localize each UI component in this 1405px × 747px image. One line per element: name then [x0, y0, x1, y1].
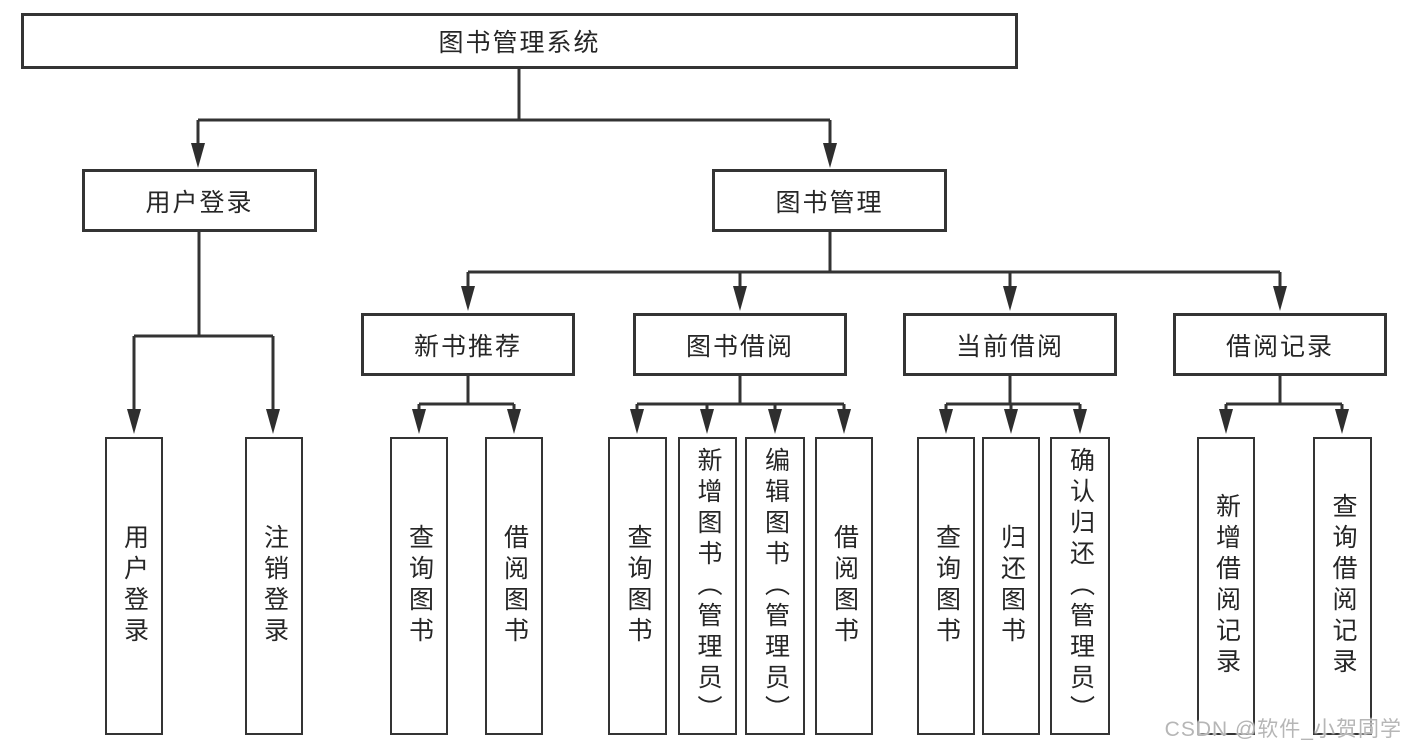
- arrow-down-icon: [1219, 409, 1233, 434]
- node-label: 借阅记录: [1225, 332, 1334, 361]
- arrow-down-icon: [700, 409, 714, 434]
- node-label: 查询图书: [932, 524, 961, 648]
- arrow-down-icon: [1004, 409, 1018, 434]
- leaf-query-books-1: 查询图书: [390, 437, 448, 735]
- leaf-query-books-3: 查询图书: [917, 437, 975, 735]
- node-label: 用户登录: [145, 188, 254, 217]
- node-label: 查询借阅记录: [1329, 493, 1357, 679]
- arrow-down-icon: [461, 286, 475, 311]
- connector-root-to-level2: [196, 68, 832, 144]
- node-label: 图书管理: [775, 188, 884, 217]
- node-book-management: 图书管理: [712, 169, 947, 232]
- node-label: 图书管理系统: [438, 29, 601, 57]
- node-label: 查询图书: [405, 524, 434, 648]
- node-borrow-records: 借阅记录: [1173, 313, 1387, 376]
- node-label: 确认归还（管理员）: [1066, 446, 1095, 726]
- connector-borrowrecords-group: [1224, 376, 1344, 410]
- node-new-book-recommend: 新书推荐: [361, 313, 575, 376]
- connector-bookmgmt-to-level3: [466, 232, 1282, 287]
- node-label: 新书推荐: [413, 332, 522, 361]
- arrow-down-icon: [733, 286, 747, 311]
- leaf-logout: 注销登录: [245, 437, 303, 735]
- arrow-down-icon: [1335, 409, 1349, 434]
- arrow-down-icon: [630, 409, 644, 434]
- connector-userlogin-group: [132, 232, 275, 410]
- node-label: 注销登录: [260, 524, 289, 648]
- arrowhead-icons: [127, 143, 1349, 434]
- arrow-down-icon: [823, 143, 837, 168]
- node-label: 归还图书: [997, 524, 1026, 648]
- leaf-add-borrow-record: 新增借阅记录: [1197, 437, 1255, 735]
- node-label: 查询图书: [624, 524, 652, 648]
- arrow-down-icon: [127, 409, 141, 434]
- node-label: 借阅图书: [830, 524, 859, 648]
- arrow-down-icon: [412, 409, 426, 434]
- node-label: 新增借阅记录: [1212, 493, 1241, 679]
- node-user-login: 用户登录: [82, 169, 317, 232]
- arrow-down-icon: [507, 409, 521, 434]
- node-root-library-system: 图书管理系统: [21, 13, 1018, 69]
- leaf-borrow-books-2: 借阅图书: [815, 437, 873, 735]
- connector-newbooks-group: [417, 376, 516, 410]
- leaf-query-books-2: 查询图书: [608, 437, 667, 735]
- leaf-confirm-return-admin: 确认归还（管理员）: [1050, 437, 1110, 735]
- node-label: 编辑图书（管理员）: [761, 446, 790, 726]
- arrow-down-icon: [768, 409, 782, 434]
- connector-bookborrow-group: [635, 376, 846, 410]
- arrow-down-icon: [939, 409, 953, 434]
- node-label: 当前借阅: [955, 332, 1064, 361]
- leaf-add-books-admin: 新增图书（管理员）: [678, 437, 737, 735]
- arrow-down-icon: [266, 409, 280, 434]
- leaf-query-borrow-record: 查询借阅记录: [1313, 437, 1372, 735]
- node-label: 用户登录: [120, 524, 149, 648]
- arrow-down-icon: [191, 143, 205, 168]
- leaf-return-books: 归还图书: [982, 437, 1040, 735]
- connector-currentborrow-group: [944, 376, 1082, 410]
- node-label: 新增图书（管理员）: [694, 446, 722, 726]
- node-label: 借阅图书: [500, 524, 529, 648]
- leaf-borrow-books-1: 借阅图书: [485, 437, 543, 735]
- arrow-down-icon: [837, 409, 851, 434]
- csdn-watermark: CSDN @软件_小贺同学: [1164, 718, 1402, 741]
- node-book-borrow: 图书借阅: [633, 313, 847, 376]
- node-current-borrow: 当前借阅: [903, 313, 1117, 376]
- leaf-user-login: 用户登录: [105, 437, 163, 735]
- arrow-down-icon: [1273, 286, 1287, 311]
- node-label: 图书借阅: [685, 332, 794, 361]
- arrow-down-icon: [1003, 286, 1017, 311]
- arrow-down-icon: [1073, 409, 1087, 434]
- leaf-edit-books-admin: 编辑图书（管理员）: [745, 437, 805, 735]
